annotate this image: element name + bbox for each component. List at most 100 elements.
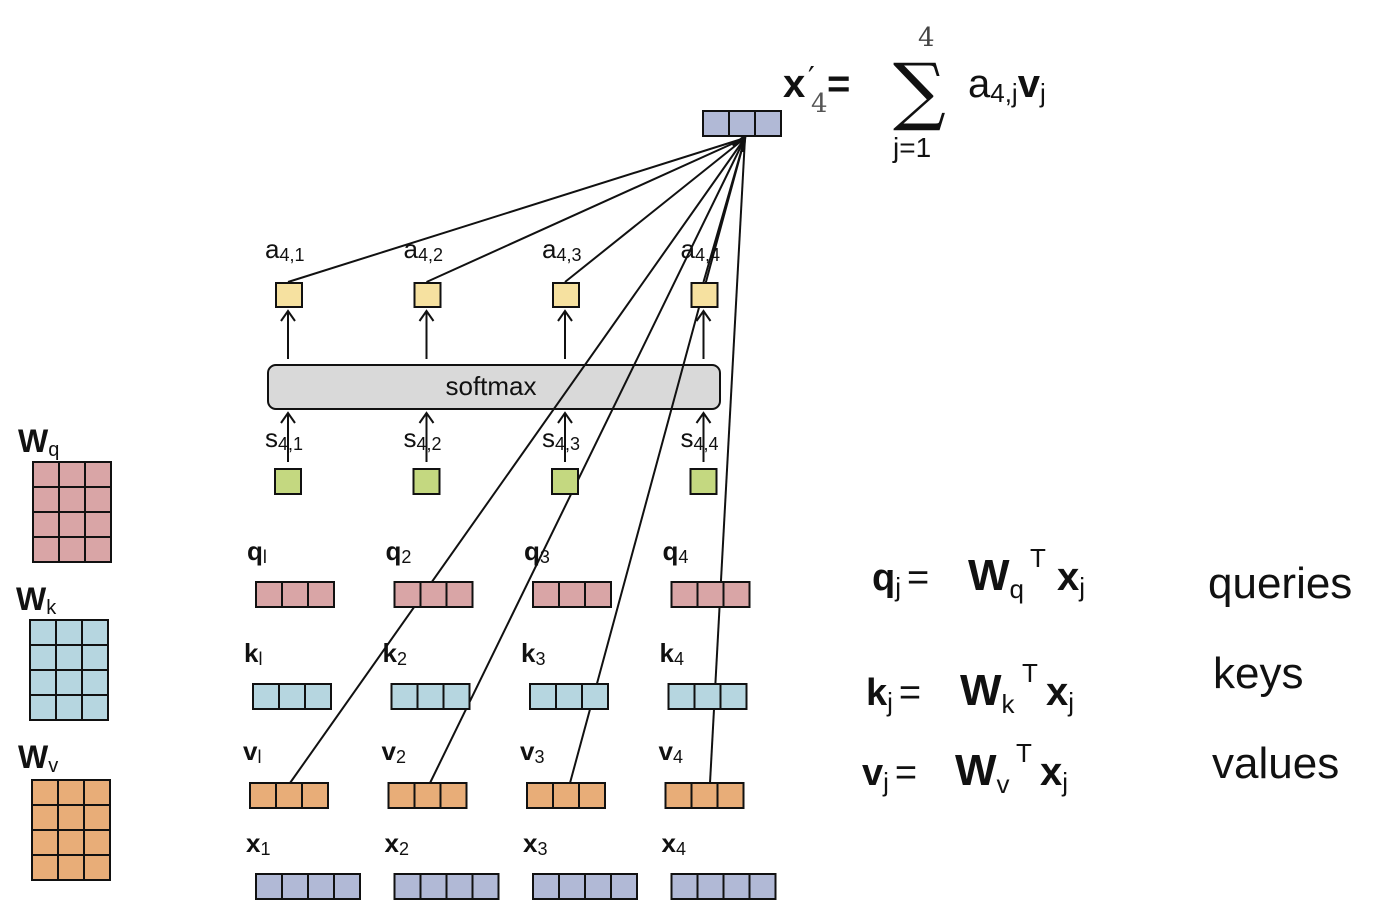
key-label-3-main: k	[521, 638, 536, 668]
weight-label-q-subscript: q	[48, 439, 59, 461]
weight-matrix-q	[32, 461, 112, 563]
equation-lhs: qj=	[872, 557, 929, 602]
formula-equals: =	[827, 62, 850, 106]
score-label-2-subscript: 4,2	[417, 434, 442, 454]
attention-line-a-4	[702, 137, 746, 283]
cell	[307, 873, 335, 900]
cell	[702, 110, 730, 137]
cell	[278, 683, 306, 710]
attention-line-a-3	[564, 137, 746, 283]
cell	[249, 782, 277, 809]
cell	[445, 581, 474, 608]
cell	[57, 779, 85, 806]
cell	[84, 536, 112, 563]
score-label-3: s4,3	[542, 423, 580, 454]
score-label-1-subscript: 4,1	[278, 434, 303, 454]
score-box-1	[274, 468, 302, 495]
score-label-4: s4,4	[681, 423, 719, 454]
cell	[304, 683, 332, 710]
input-vector-4	[670, 873, 777, 900]
cell	[581, 683, 609, 710]
cell	[31, 779, 59, 806]
query-vector-1	[255, 581, 335, 608]
input-label-1-main: x	[246, 828, 261, 858]
cell	[696, 581, 725, 608]
attention-line-v-4	[709, 137, 746, 784]
cell	[84, 461, 112, 488]
query-label-1-subscript: l	[263, 547, 267, 567]
attention-weight-label-3: a4,3	[542, 234, 582, 265]
cell	[32, 486, 60, 513]
attention-weight-label-4: a4,4	[681, 234, 721, 265]
value-label-4-main: v	[659, 736, 674, 766]
cell	[439, 782, 468, 809]
weight-label-v-subscript: v	[48, 755, 58, 777]
value-label-3-subscript: 3	[534, 747, 544, 767]
equation-label-values: values	[1212, 739, 1339, 788]
softmax-to-a-arrow-1	[280, 309, 296, 359]
key-label-1-main: k	[244, 638, 259, 668]
key-label-4-main: k	[660, 638, 675, 668]
input-label-1: x1	[246, 828, 270, 859]
cell	[387, 782, 416, 809]
cell	[255, 873, 283, 900]
softmax-label: softmax	[445, 371, 536, 401]
key-label-3: k3	[521, 638, 545, 669]
cell	[748, 873, 777, 900]
attention-weight-box-2	[413, 282, 442, 308]
cell	[55, 644, 83, 671]
cell	[722, 873, 751, 900]
cell	[84, 486, 112, 513]
query-label-4-main: q	[663, 536, 679, 566]
score-label-2-main: s	[404, 423, 417, 453]
key-vector-1	[252, 683, 332, 710]
cell	[558, 873, 586, 900]
cell	[55, 619, 83, 646]
cell	[55, 694, 83, 721]
cell	[442, 683, 471, 710]
weight-label-q-main: W	[18, 423, 49, 459]
term-a: a	[968, 62, 991, 106]
attention-weight-label-2-main: a	[404, 234, 419, 264]
cell	[255, 581, 283, 608]
value-label-2-main: v	[382, 736, 397, 766]
input-label-3-subscript: 3	[537, 839, 547, 859]
cell	[393, 581, 422, 608]
query-label-3: q3	[524, 536, 550, 567]
weight-label-k-main: W	[16, 581, 47, 617]
weight-matrix-v	[31, 779, 111, 881]
s-to-softmax-arrow-3	[557, 411, 573, 462]
cell	[690, 782, 719, 809]
input-label-4-main: x	[662, 828, 677, 858]
equation-label-keys: keys	[1213, 649, 1303, 698]
weight-matrix-k	[29, 619, 109, 721]
formula-term: a4,jvj	[968, 62, 1046, 108]
cell	[307, 581, 335, 608]
input-vector-1	[255, 873, 361, 900]
attention-weight-label-3-main: a	[542, 234, 557, 264]
attention-weight-label-2: a4,2	[404, 234, 444, 265]
cell	[29, 669, 57, 696]
cell	[722, 581, 751, 608]
cell	[667, 683, 696, 710]
cell	[754, 110, 782, 137]
score-label-4-main: s	[681, 423, 694, 453]
input-label-4-subscript: 4	[676, 839, 686, 859]
query-vector-3	[532, 581, 612, 608]
key-label-2-main: k	[383, 638, 398, 668]
cell	[664, 782, 693, 809]
sum-symbol: ∑	[893, 48, 946, 134]
key-vector-3	[529, 683, 609, 710]
key-label-1-subscript: l	[258, 649, 262, 669]
score-label-1-main: s	[265, 423, 278, 453]
s-to-softmax-arrow-2	[418, 411, 435, 462]
equation-lhs: vj=	[862, 752, 917, 797]
cell	[81, 619, 109, 646]
input-label-1-subscript: 1	[260, 839, 270, 859]
cell	[29, 694, 57, 721]
transpose-symbol: T	[1030, 543, 1046, 573]
cell	[390, 683, 419, 710]
input-vector-2	[393, 873, 500, 900]
cell	[445, 873, 474, 900]
